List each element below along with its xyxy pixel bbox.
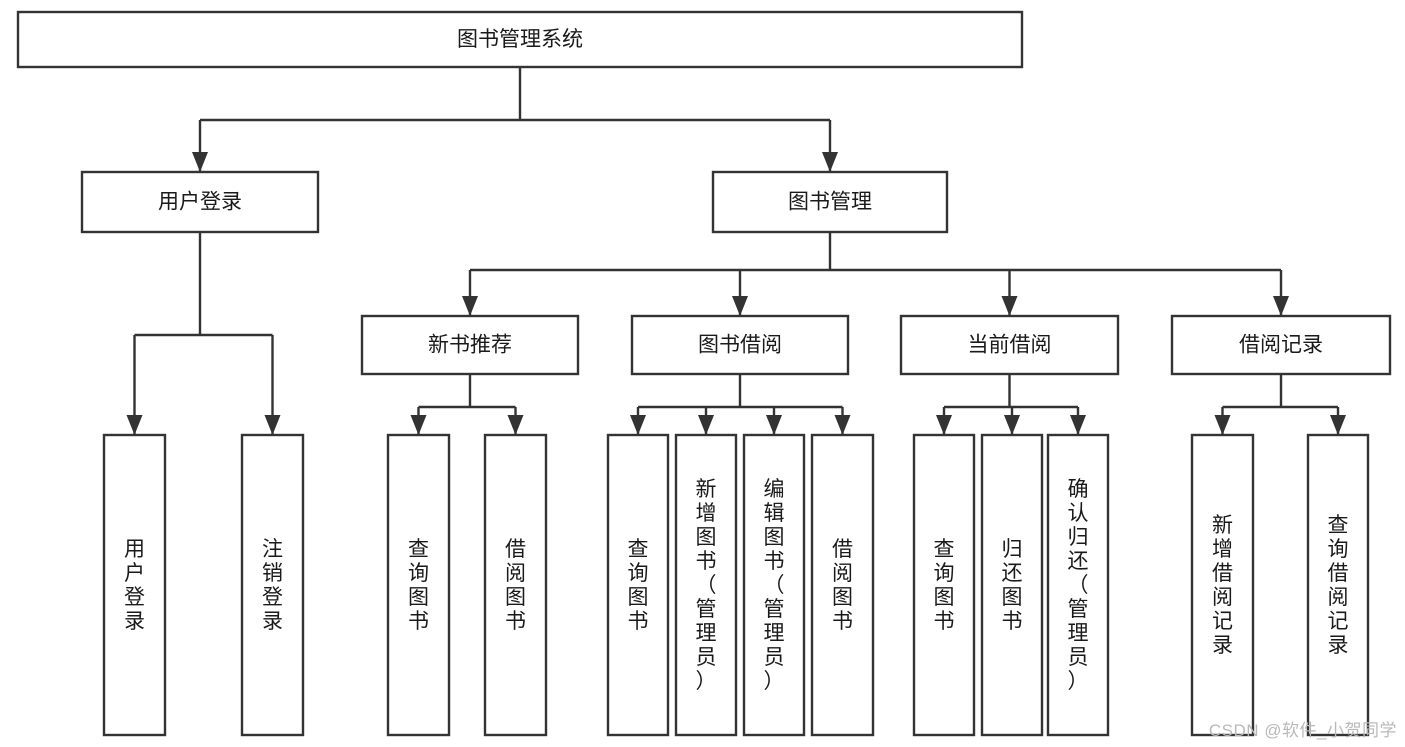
node-label-root: 图书管理系统 bbox=[457, 28, 583, 51]
node-layer: 图书管理系统用户登录图书管理新书推荐图书借阅当前借阅借阅记录用户登录注销登录查询… bbox=[16, 10, 1392, 737]
node-leaf-borrow-book-rec[interactable]: 借阅图书 bbox=[483, 433, 548, 737]
node-label-leaf-return-book: 归还图书 bbox=[1002, 538, 1023, 633]
arrow-head-icon-leaf-borrow-book bbox=[834, 415, 851, 435]
arrow-head-icon-leaf-query-book-borrow bbox=[630, 415, 646, 435]
node-leaf-add-borrow-record[interactable]: 新增借阅记录 bbox=[1190, 433, 1255, 737]
node-leaf-confirm-return-admin[interactable]: 确认归还（管理员） bbox=[1046, 433, 1110, 737]
arrow-head-icon-leaf-query-book-rec bbox=[410, 415, 427, 435]
arrow-head-icon-leaf-query-book-current bbox=[936, 415, 952, 435]
node-box-leaf-user-login[interactable] bbox=[102, 433, 167, 737]
node-box-leaf-query-borrow-record[interactable] bbox=[1306, 433, 1370, 737]
arrow-head-icon-book-management bbox=[822, 152, 838, 172]
arrow-head-icon-leaf-logout bbox=[264, 415, 281, 435]
node-label-leaf-borrow-book-rec: 借阅图书 bbox=[505, 538, 526, 633]
node-label-leaf-edit-book-admin: 编辑图书（管理员） bbox=[764, 478, 785, 693]
node-new-book-recommend[interactable]: 新书推荐 bbox=[360, 314, 580, 376]
arrow-head-icon-book-borrow bbox=[732, 296, 748, 316]
node-book-borrow[interactable]: 图书借阅 bbox=[630, 314, 850, 376]
node-current-borrow[interactable]: 当前借阅 bbox=[899, 314, 1120, 376]
node-box-leaf-add-book-admin[interactable] bbox=[674, 433, 738, 737]
node-user-login[interactable]: 用户登录 bbox=[80, 170, 320, 234]
node-label-current-borrow: 当前借阅 bbox=[968, 334, 1052, 357]
node-label-user-login: 用户登录 bbox=[158, 191, 242, 214]
node-root[interactable]: 图书管理系统 bbox=[16, 10, 1024, 69]
node-leaf-query-book-borrow[interactable]: 查询图书 bbox=[606, 433, 670, 737]
node-box-leaf-return-book[interactable] bbox=[980, 433, 1044, 737]
node-label-leaf-query-book-current: 查询图书 bbox=[934, 538, 955, 633]
arrow-head-icon-leaf-user-login bbox=[126, 415, 143, 435]
csdn-watermark: CSDN @软件_小贺同学 bbox=[1208, 721, 1397, 740]
node-box-leaf-edit-book-admin[interactable] bbox=[742, 433, 806, 737]
node-box-book-management[interactable] bbox=[711, 170, 949, 234]
arrow-head-icon-current-borrow bbox=[1001, 296, 1018, 316]
node-label-leaf-query-book-borrow: 查询图书 bbox=[628, 538, 649, 633]
node-label-book-borrow: 图书借阅 bbox=[698, 334, 782, 357]
node-label-leaf-user-login: 用户登录 bbox=[124, 538, 145, 633]
node-box-borrow-record[interactable] bbox=[1170, 314, 1392, 376]
arrow-head-icon-borrow-record bbox=[1273, 296, 1289, 316]
node-box-user-login[interactable] bbox=[80, 170, 320, 234]
arrow-head-icon-user-login bbox=[192, 152, 208, 172]
node-box-leaf-query-book-borrow[interactable] bbox=[606, 433, 670, 737]
node-leaf-logout[interactable]: 注销登录 bbox=[240, 433, 305, 737]
node-label-leaf-query-borrow-record: 查询借阅记录 bbox=[1328, 514, 1349, 657]
node-leaf-query-book-rec[interactable]: 查询图书 bbox=[386, 433, 451, 737]
arrow-head-icon-leaf-edit-book-admin bbox=[766, 415, 782, 435]
node-box-root[interactable] bbox=[16, 10, 1024, 69]
node-label-leaf-query-book-rec: 查询图书 bbox=[408, 538, 429, 633]
node-leaf-return-book[interactable]: 归还图书 bbox=[980, 433, 1044, 737]
node-box-current-borrow[interactable] bbox=[899, 314, 1120, 376]
node-box-leaf-add-borrow-record[interactable] bbox=[1190, 433, 1255, 737]
node-box-leaf-logout[interactable] bbox=[240, 433, 305, 737]
node-box-leaf-borrow-book[interactable] bbox=[810, 433, 875, 737]
arrow-head-icon-new-book-recommend bbox=[462, 296, 478, 316]
node-leaf-borrow-book[interactable]: 借阅图书 bbox=[810, 433, 875, 737]
node-leaf-query-book-current[interactable]: 查询图书 bbox=[912, 433, 976, 737]
node-leaf-add-book-admin[interactable]: 新增图书（管理员） bbox=[674, 433, 738, 737]
node-leaf-edit-book-admin[interactable]: 编辑图书（管理员） bbox=[742, 433, 806, 737]
node-borrow-record[interactable]: 借阅记录 bbox=[1170, 314, 1392, 376]
node-leaf-query-borrow-record[interactable]: 查询借阅记录 bbox=[1306, 433, 1370, 737]
arrow-head-icon-leaf-return-book bbox=[1004, 415, 1020, 435]
connector-layer bbox=[126, 67, 1346, 435]
node-label-leaf-borrow-book: 借阅图书 bbox=[832, 538, 853, 633]
node-box-new-book-recommend[interactable] bbox=[360, 314, 580, 376]
node-box-book-borrow[interactable] bbox=[630, 314, 850, 376]
node-label-leaf-add-borrow-record: 新增借阅记录 bbox=[1212, 514, 1233, 657]
arrow-head-icon-leaf-add-borrow-record bbox=[1214, 415, 1231, 435]
arrow-head-icon-leaf-query-borrow-record bbox=[1330, 415, 1346, 435]
node-book-management[interactable]: 图书管理 bbox=[711, 170, 949, 234]
node-box-leaf-confirm-return-admin[interactable] bbox=[1046, 433, 1110, 737]
node-box-leaf-query-book-rec[interactable] bbox=[386, 433, 451, 737]
node-label-borrow-record: 借阅记录 bbox=[1239, 334, 1323, 357]
node-leaf-user-login[interactable]: 用户登录 bbox=[102, 433, 167, 737]
arrow-head-icon-leaf-confirm-return-admin bbox=[1070, 415, 1086, 435]
node-label-leaf-add-book-admin: 新增图书（管理员） bbox=[696, 478, 717, 693]
arrow-head-icon-leaf-borrow-book-rec bbox=[507, 415, 524, 435]
node-label-book-management: 图书管理 bbox=[788, 191, 872, 214]
node-label-new-book-recommend: 新书推荐 bbox=[428, 334, 512, 357]
arrow-head-icon-leaf-add-book-admin bbox=[698, 415, 714, 435]
node-box-leaf-borrow-book-rec[interactable] bbox=[483, 433, 548, 737]
node-box-leaf-query-book-current[interactable] bbox=[912, 433, 976, 737]
node-label-leaf-confirm-return-admin: 确认归还（管理员） bbox=[1068, 478, 1089, 693]
node-label-leaf-logout: 注销登录 bbox=[262, 538, 283, 633]
